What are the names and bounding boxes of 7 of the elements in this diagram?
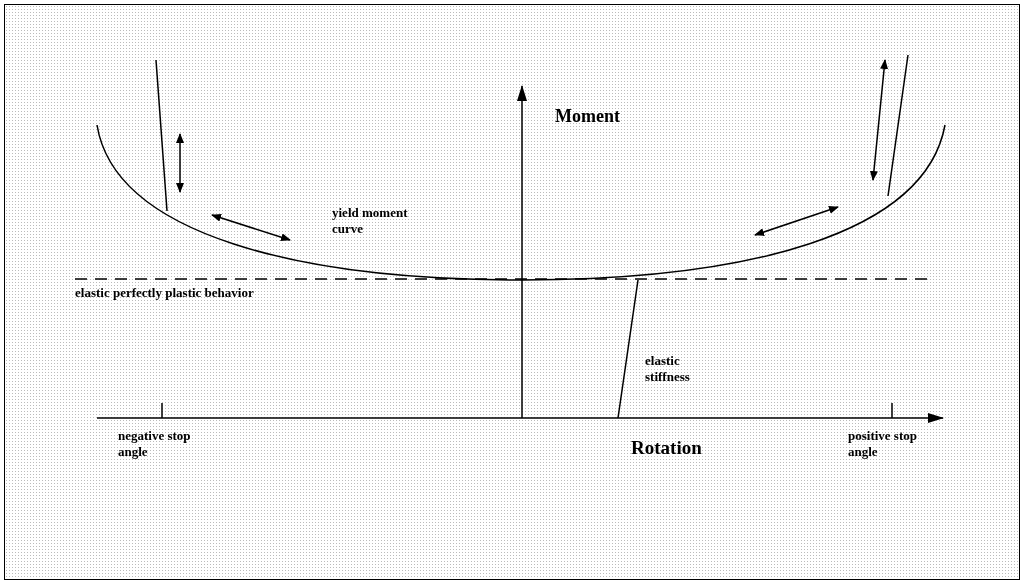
annotation-label: positive stop angle	[848, 428, 918, 461]
annotation-label: elastic perfectly plastic behavior	[75, 285, 255, 302]
axis-label: Rotation	[631, 436, 703, 460]
curve-label: yield moment curve	[332, 205, 409, 238]
annotation-label: elastic stiffness	[645, 353, 691, 386]
axis-label: Moment	[555, 105, 621, 128]
annotation-label: negative stop angle	[118, 428, 192, 461]
